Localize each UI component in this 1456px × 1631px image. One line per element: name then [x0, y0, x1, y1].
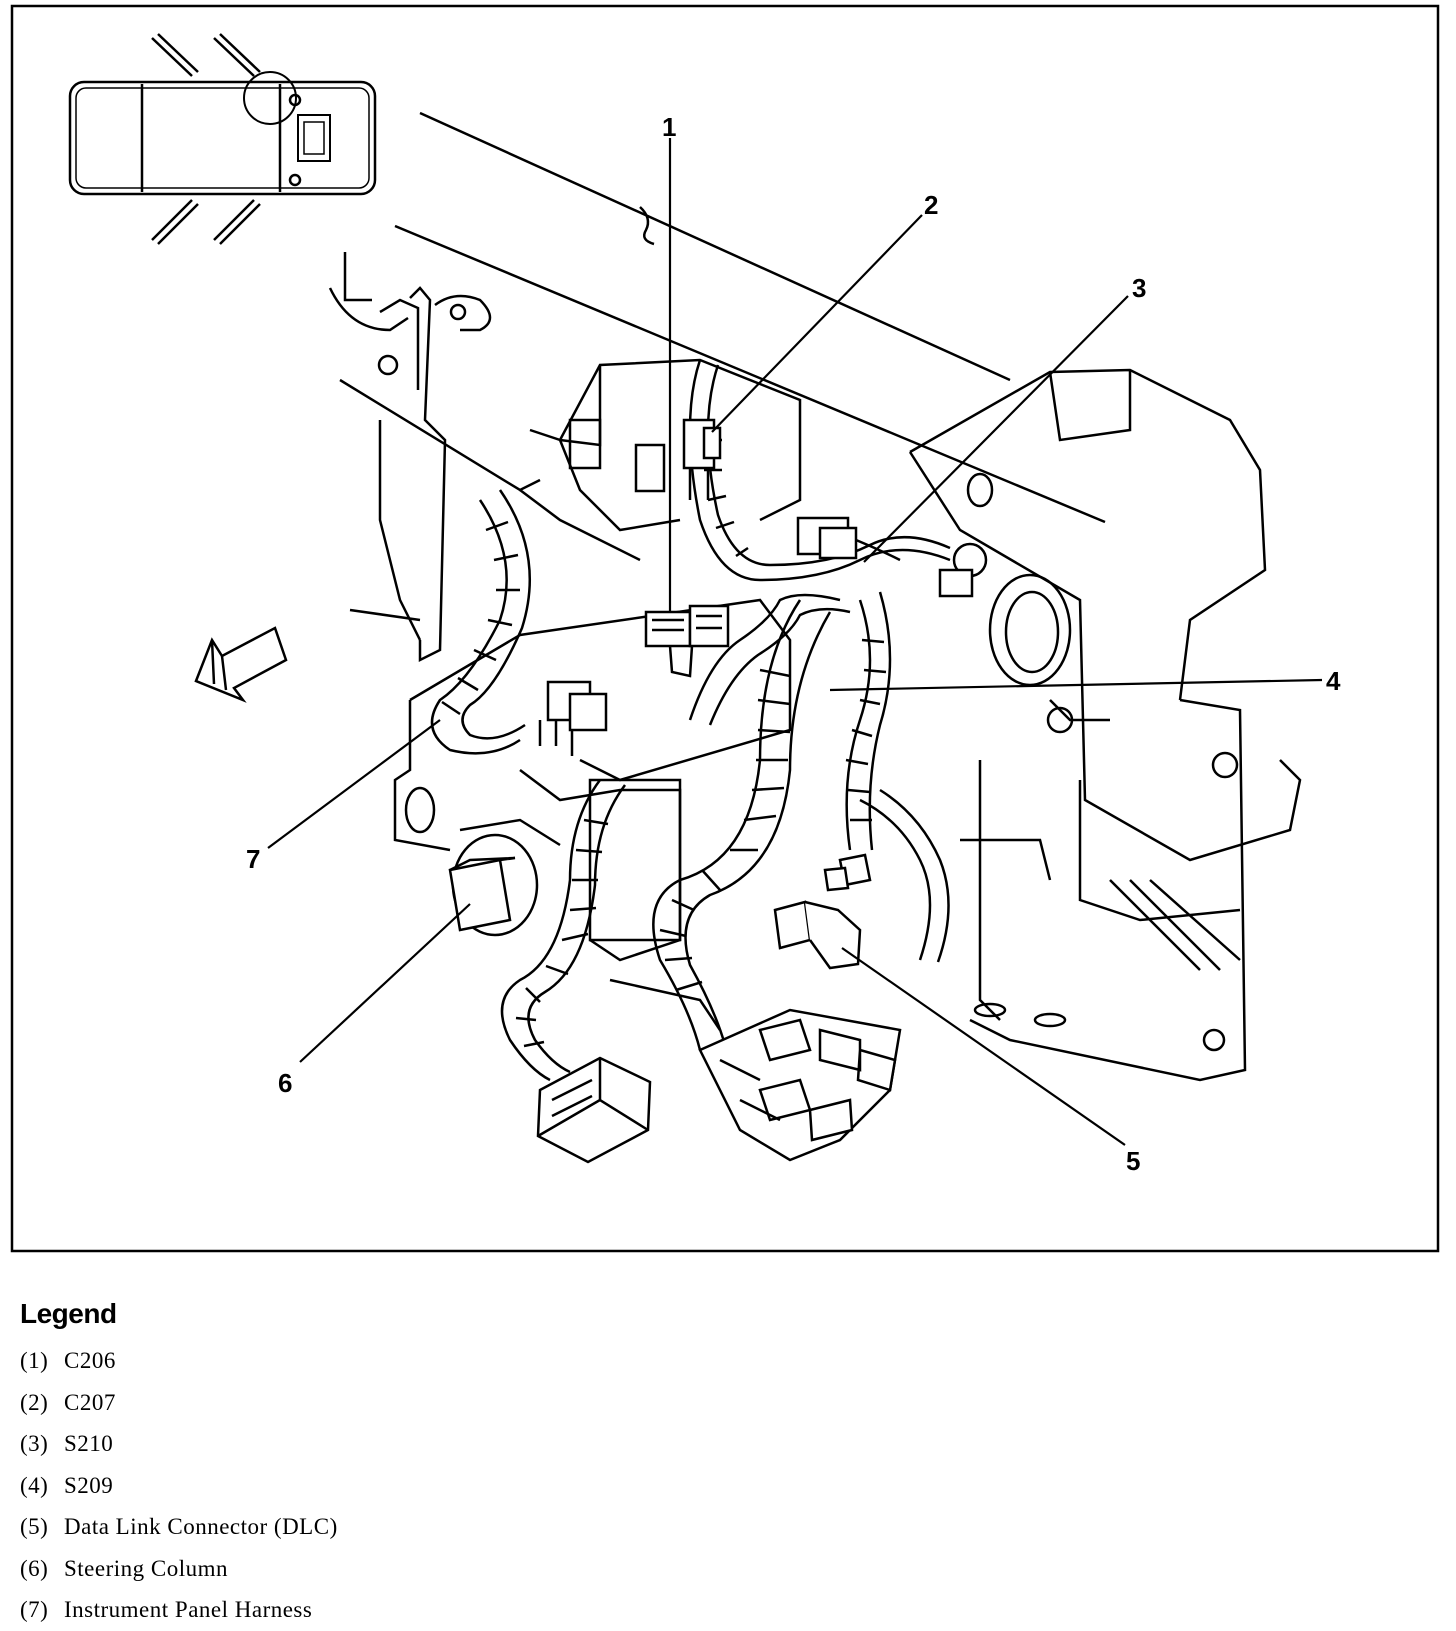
- data-link-connector: [773, 853, 872, 970]
- diagram-frame: [10, 4, 1440, 1253]
- legend-list: (1) C206 (2) C207 (3) S210 (4) S209 (5) Data …: [20, 1340, 338, 1631]
- legend-item-number: (5): [20, 1514, 49, 1539]
- legend-item-text: Data Link Connector (DLC): [64, 1514, 338, 1539]
- legend-item: (6) Steering Column: [20, 1548, 338, 1590]
- leader-line-7: [267, 719, 441, 849]
- leader-line-4: [829, 678, 1323, 692]
- connector-7: [538, 680, 608, 756]
- legend-item: (3) S210: [20, 1423, 338, 1465]
- legend-item: (5) Data Link Connector (DLC): [20, 1506, 338, 1548]
- forward-arrow-icon: [194, 626, 288, 703]
- leader-line-2: [711, 214, 923, 433]
- callout-6: 6: [278, 1068, 292, 1098]
- legend-item-number: (2): [20, 1389, 49, 1415]
- leader-line-3: [863, 295, 1129, 563]
- leader-line-6: [299, 903, 471, 1063]
- leader-line-5: [841, 947, 1126, 1146]
- legend-item-text: S209: [64, 1472, 114, 1498]
- legend-item-number: (6): [20, 1555, 49, 1581]
- splice-s210: [796, 516, 988, 598]
- connector-c207: [682, 418, 722, 500]
- legend-item: (2) C207: [20, 1382, 338, 1424]
- legend-item: (1) C206: [20, 1340, 338, 1382]
- leader-lines: [267, 138, 1323, 1146]
- legend: Legend (1) C206 (2) C207 (3) S210 (4) S209 (…: [20, 1298, 338, 1631]
- instrument-panel-harness: [430, 359, 951, 1082]
- callout-7: 7: [246, 844, 260, 874]
- legend-item-text: C207: [64, 1389, 116, 1415]
- callout-2: 2: [924, 190, 938, 220]
- legend-item-number: (1): [20, 1348, 49, 1373]
- instrument-panel-structure: [328, 111, 1302, 1082]
- callout-4: 4: [1326, 666, 1341, 696]
- legend-item-number: (4): [20, 1472, 49, 1498]
- callout-1: 1: [662, 112, 676, 142]
- legend-title: Legend: [20, 1298, 117, 1329]
- legend-item-text: C206: [64, 1348, 116, 1373]
- legend-item-text: S210: [64, 1431, 114, 1456]
- steering-column-connector: [536, 1056, 652, 1164]
- legend-item-text: Instrument Panel Harness: [64, 1597, 313, 1622]
- harness-connector-cluster: [698, 1008, 902, 1162]
- legend-item: (4) S209: [20, 1465, 338, 1507]
- callout-3: 3: [1132, 273, 1146, 303]
- legend-item-number: (7): [20, 1597, 49, 1622]
- legend-item-number: (3): [20, 1431, 49, 1456]
- legend-item-text: Steering Column: [64, 1555, 229, 1581]
- vehicle-locator-icon: [68, 33, 377, 245]
- connector-c206: [644, 604, 730, 678]
- callout-5: 5: [1126, 1146, 1140, 1176]
- legend-item: (7) Instrument Panel Harness: [20, 1589, 338, 1631]
